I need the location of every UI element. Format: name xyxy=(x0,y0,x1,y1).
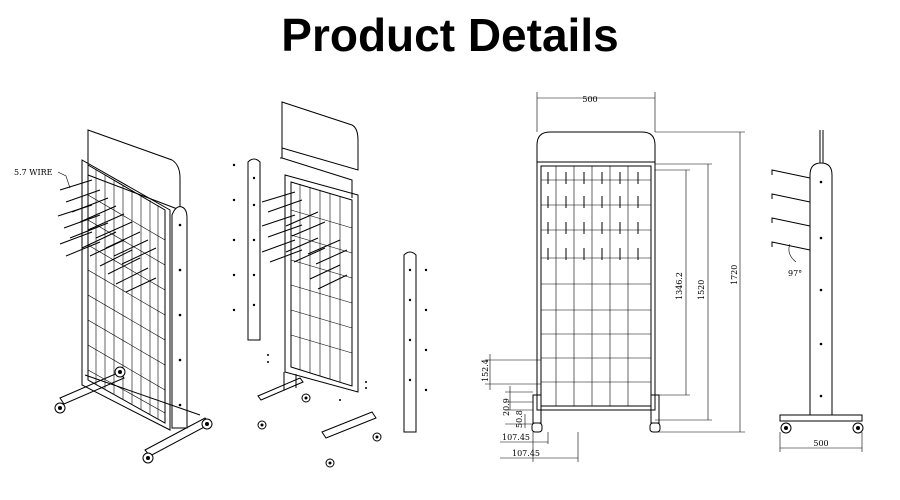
dim-angle: 97° xyxy=(788,269,802,278)
base-left xyxy=(59,371,125,405)
side-hooks xyxy=(771,169,811,251)
exploded-base-left xyxy=(257,377,304,401)
dim-width-top: 500 xyxy=(582,95,597,104)
dim-508: 50.8 xyxy=(515,410,524,428)
dim-152: 152.4 xyxy=(481,359,490,382)
dim-height-mesh: 1346.2 xyxy=(675,272,684,300)
side-base xyxy=(779,414,863,422)
exploded-left-panel xyxy=(247,158,261,341)
mesh-grid xyxy=(87,170,166,419)
dim-10745-a: 107.45 xyxy=(502,433,530,442)
exploded-right-panel xyxy=(403,251,417,433)
front-grid xyxy=(541,166,651,406)
dim-width-base: 500 xyxy=(813,439,828,448)
wire-label: 5.7 WIRE xyxy=(14,168,53,177)
casters xyxy=(54,366,213,464)
side-elevation: 97° 500 xyxy=(771,130,864,452)
front-hooks xyxy=(547,172,639,260)
exploded-base-right xyxy=(321,411,377,439)
dim-209: 20.9 xyxy=(502,398,511,416)
exploded-frame xyxy=(284,174,359,393)
assembled-view: 5.7 WIRE xyxy=(14,129,213,464)
header-sign xyxy=(87,129,181,211)
dim-10745-b: 107.45 xyxy=(512,449,540,458)
front-header xyxy=(536,131,656,163)
hooks xyxy=(57,179,157,293)
front-frame xyxy=(536,161,656,411)
exploded-view xyxy=(232,101,428,468)
dim-height-frame: 1520 xyxy=(697,280,706,300)
page-title: Product Details xyxy=(281,9,619,61)
front-elevation: 500 1346.2 1520 1720 152.4 20.9 xyxy=(481,92,745,462)
dim-height-total: 1720 xyxy=(730,265,739,285)
panel-holes xyxy=(178,223,182,407)
exploded-header-sign xyxy=(281,101,359,171)
back-frame xyxy=(81,159,171,431)
side-panel xyxy=(171,206,188,429)
